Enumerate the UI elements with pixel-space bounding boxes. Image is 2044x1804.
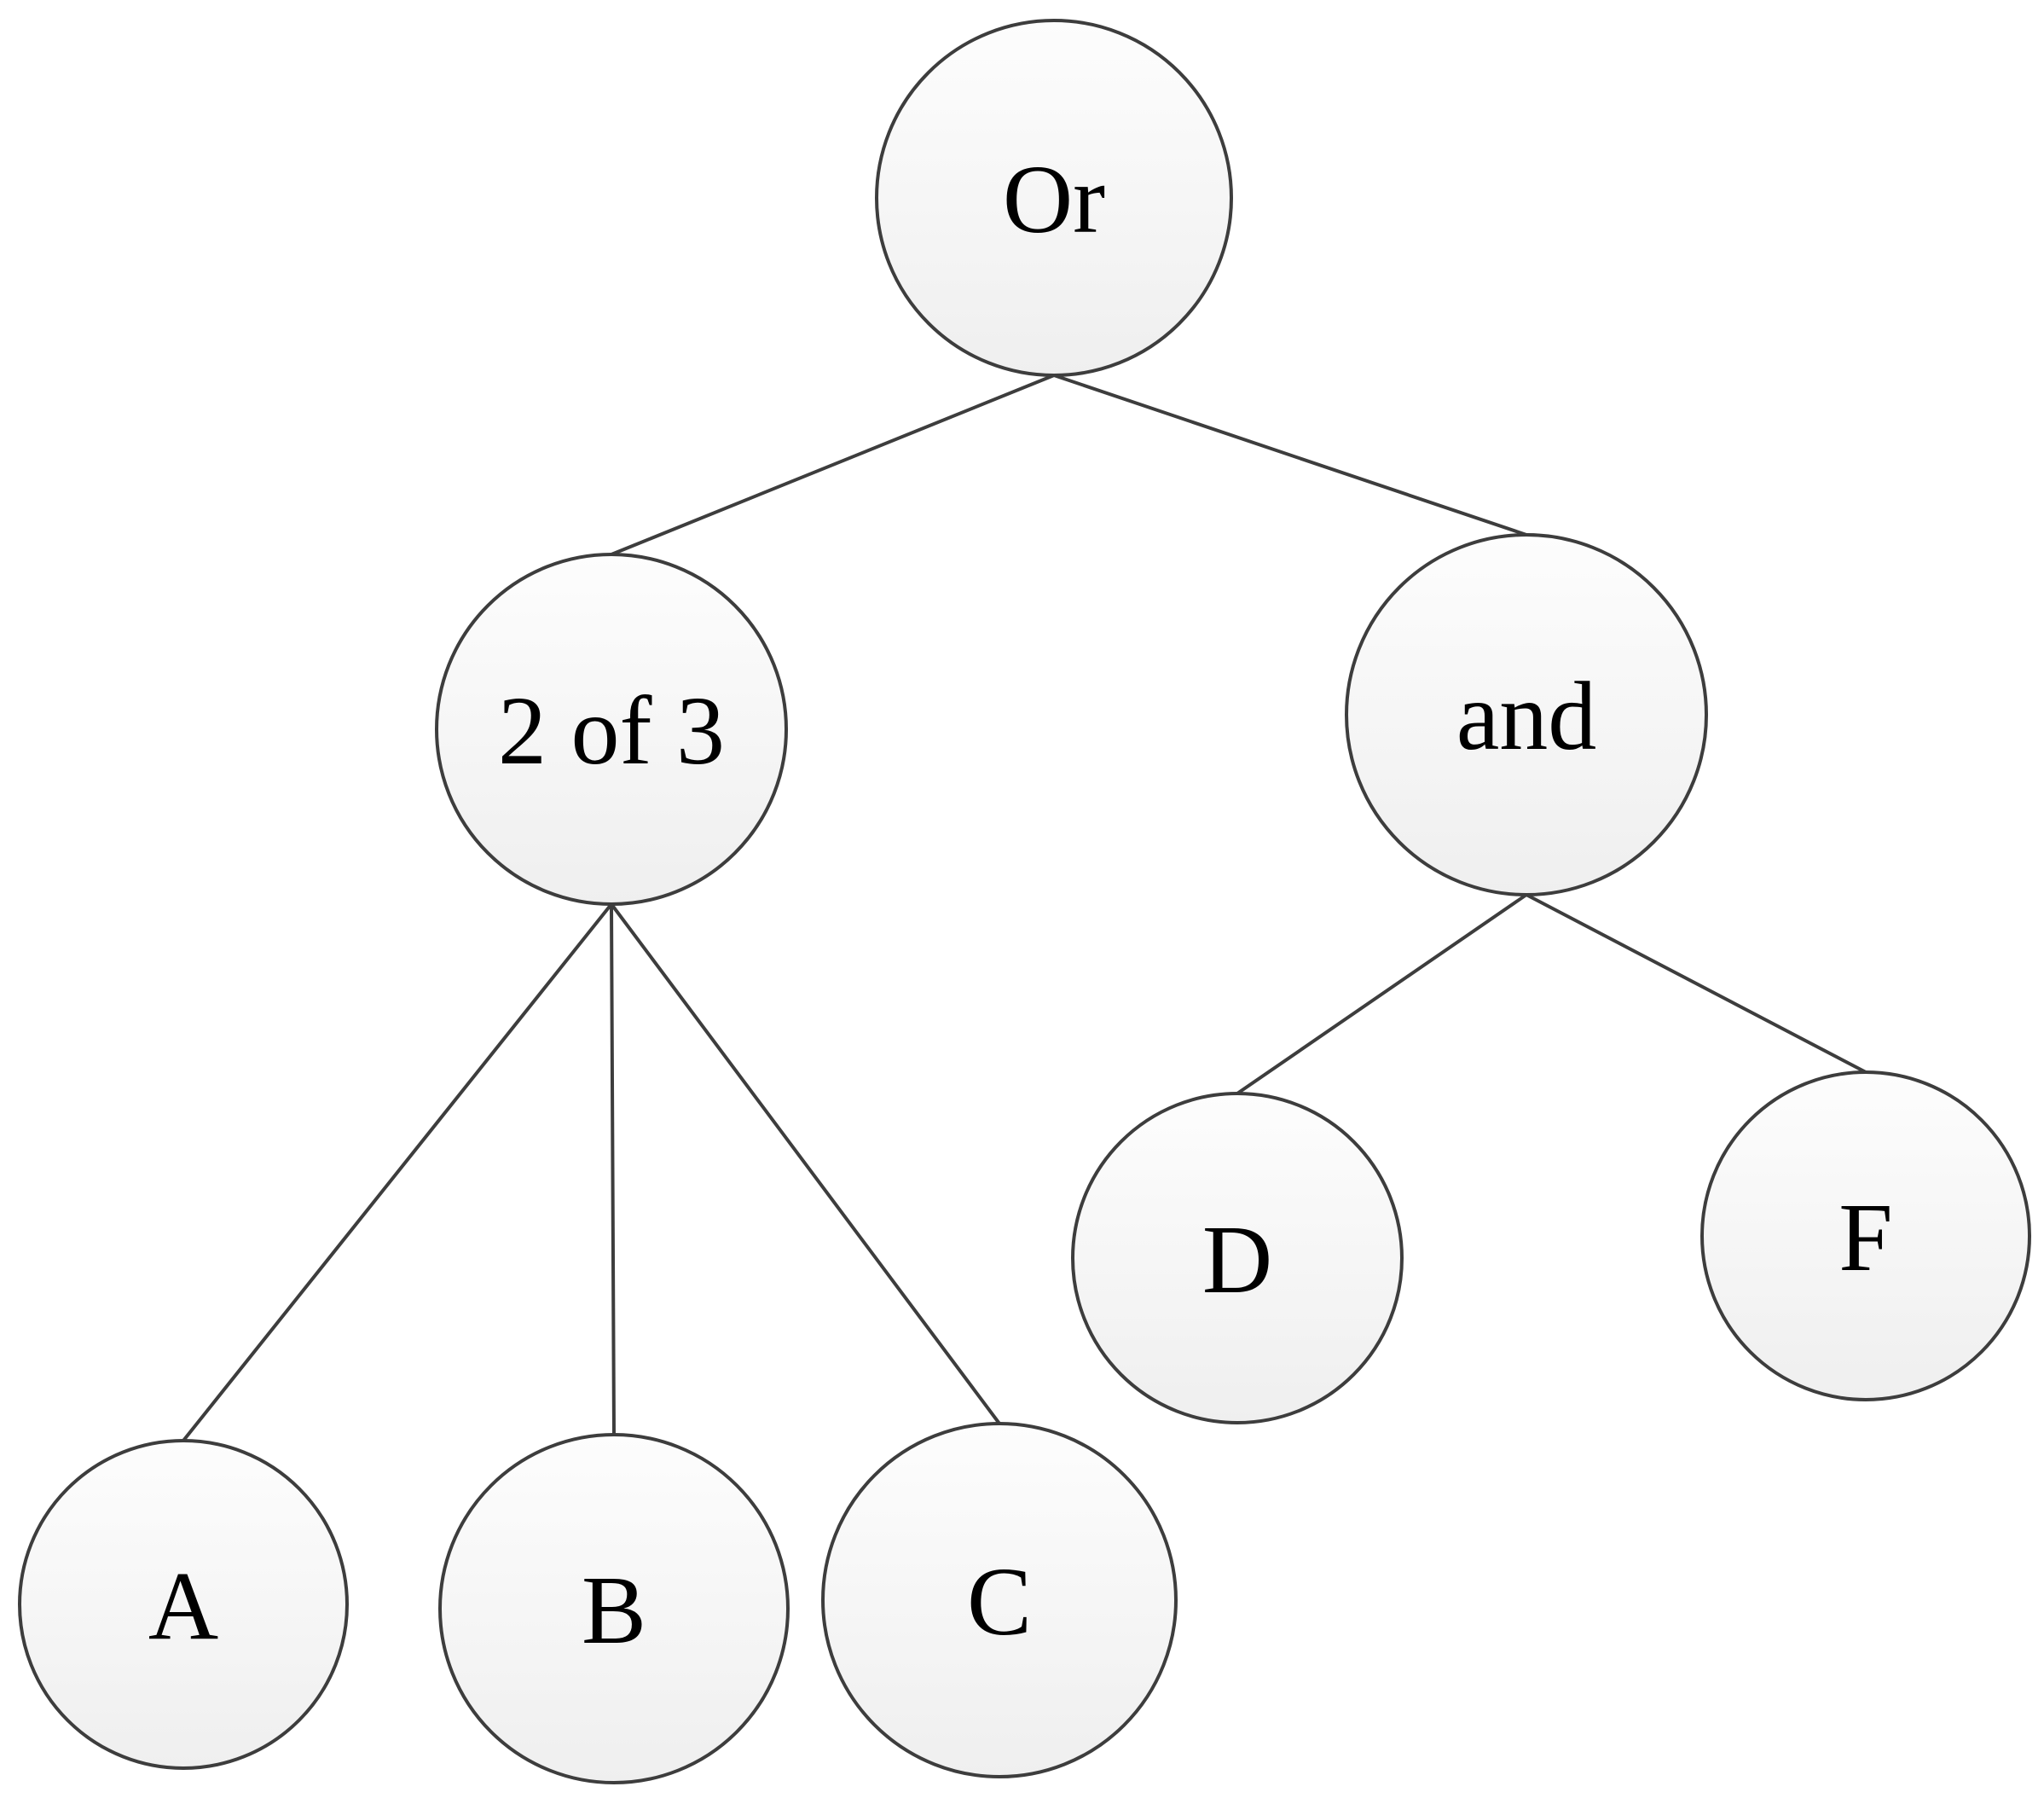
node-b-label: B — [582, 1556, 646, 1664]
node-a-circle — [18, 1439, 349, 1770]
node-b-circle — [438, 1433, 790, 1784]
edge-and-f — [1525, 893, 1867, 1074]
node-c-circle — [821, 1422, 1178, 1778]
node-c-label: C — [967, 1547, 1032, 1656]
node-a-label: A — [148, 1552, 218, 1660]
node-or-circle — [875, 19, 1233, 377]
edge-or-two-of-three — [610, 374, 1056, 556]
node-f-label: F — [1838, 1183, 1892, 1291]
node-d: D — [1071, 1092, 1404, 1424]
node-or-label: Or — [1003, 145, 1105, 253]
node-two-of-three: 2 of 3 — [435, 553, 788, 906]
edge-two-of-three-c — [610, 902, 1001, 1425]
node-two-of-three-label: 2 of 3 — [498, 676, 725, 785]
node-f: F — [1700, 1070, 2031, 1401]
node-two-of-three-circle — [435, 553, 788, 906]
node-and-circle — [1345, 533, 1708, 896]
node-b: B — [438, 1433, 790, 1784]
node-d-label: D — [1202, 1205, 1272, 1314]
node-f-circle — [1700, 1070, 2031, 1401]
node-d-circle — [1071, 1092, 1404, 1424]
edge-two-of-three-a — [182, 902, 613, 1442]
node-or: Or — [875, 19, 1233, 377]
node-and-label: and — [1456, 662, 1597, 770]
node-c: C — [821, 1422, 1178, 1778]
node-and: and — [1345, 533, 1708, 896]
node-a: A — [18, 1439, 349, 1770]
edge-and-d — [1236, 893, 1528, 1095]
edge-or-and — [1052, 374, 1528, 537]
edge-two-of-three-b — [610, 902, 616, 1436]
